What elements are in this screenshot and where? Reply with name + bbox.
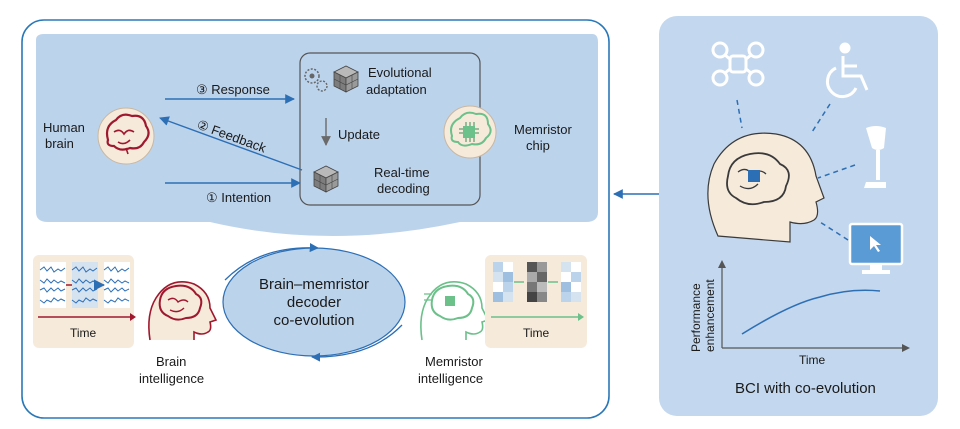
coevolution-label-3: co-evolution (274, 312, 355, 329)
right-panel-title: BCI with co-evolution (735, 380, 876, 397)
computer-monitor-icon (848, 222, 904, 274)
memristor-chip-icon (443, 105, 497, 159)
wheelchair-icon (825, 42, 869, 99)
chart-x-label: Time (799, 353, 826, 367)
chart-y-arrowhead (718, 260, 726, 268)
performance-chart (718, 260, 910, 352)
memristor-intelligence-label-2: intelligence (418, 371, 483, 386)
chart-y-label-2: enhancement (703, 279, 717, 352)
response-label: ③ Response (196, 82, 270, 97)
eeg-traces (39, 262, 130, 308)
performance-curve (741, 289, 881, 335)
evolutional-label-1: Evolutional (368, 65, 432, 80)
memristor-chip-label-2: chip (526, 138, 550, 153)
cycle-arrow-bottom (311, 324, 403, 362)
memristor-head-icon (420, 281, 490, 341)
chart-x-arrowhead (902, 344, 910, 352)
feedback-arrow (159, 116, 303, 171)
realtime-label-2: decoding (377, 181, 430, 196)
intention-label: ① Intention (206, 190, 271, 205)
memristor-intelligence-label-1: Memristor (425, 354, 483, 369)
pixel-grids (493, 262, 581, 302)
bci-head-icon (707, 132, 825, 243)
time-arrowhead-right (578, 313, 584, 321)
brain-intelligence-label-2: intelligence (139, 371, 204, 386)
brain-intelligence-label-1: Brain (156, 354, 186, 369)
human-brain-label-2: brain (45, 136, 74, 151)
chart-y-label-1: Performance (689, 283, 703, 352)
drone-icon (711, 41, 765, 87)
evolutional-label-2: adaptation (366, 82, 427, 97)
top-panel (36, 34, 598, 236)
realtime-label-1: Real-time (374, 165, 430, 180)
brain-head-icon (148, 281, 218, 341)
memristor-chip-label-1: Memristor (514, 122, 572, 137)
update-label: Update (338, 127, 380, 142)
time-label-right: Time (523, 326, 550, 340)
cube-icon-top (333, 65, 359, 93)
gears-icon (304, 68, 328, 92)
coevolution-label-1: Brain–memristor (259, 276, 369, 293)
prosthetic-leg-icon (864, 126, 886, 188)
human-brain-label-1: Human (43, 120, 85, 135)
coevolution-label-2: decoder (287, 294, 341, 311)
human-brain-icon (97, 107, 155, 165)
cube-icon-bottom (313, 165, 339, 193)
time-label-left: Time (70, 326, 97, 340)
connection-dashes (736, 99, 856, 241)
time-arrowhead-left (130, 313, 136, 321)
cycle-arrow-top (224, 243, 319, 281)
